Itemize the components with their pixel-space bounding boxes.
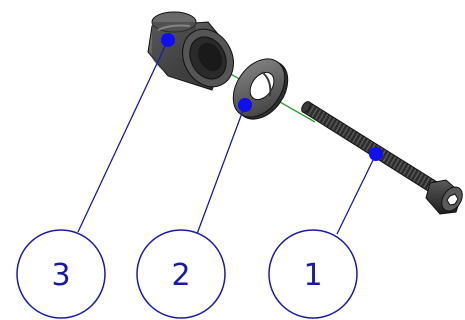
- leader-line-2: [196, 104, 246, 235]
- balloon-2: 2: [136, 229, 226, 319]
- bolt-part: [301, 101, 463, 215]
- balloon-label-3: 3: [51, 258, 70, 293]
- anchor-dot-1: [369, 147, 383, 161]
- anchor-dot-3: [161, 33, 175, 47]
- anchor-dot-2: [238, 98, 252, 112]
- leader-line-1: [336, 153, 377, 235]
- washer-part: [232, 58, 289, 120]
- balloon-1: 1: [268, 229, 358, 319]
- bushing-part: [147, 11, 234, 91]
- balloon-label-1: 1: [303, 258, 322, 293]
- leader-line-3: [77, 39, 169, 233]
- balloon-3: 3: [16, 229, 106, 319]
- balloon-label-2: 2: [171, 258, 190, 293]
